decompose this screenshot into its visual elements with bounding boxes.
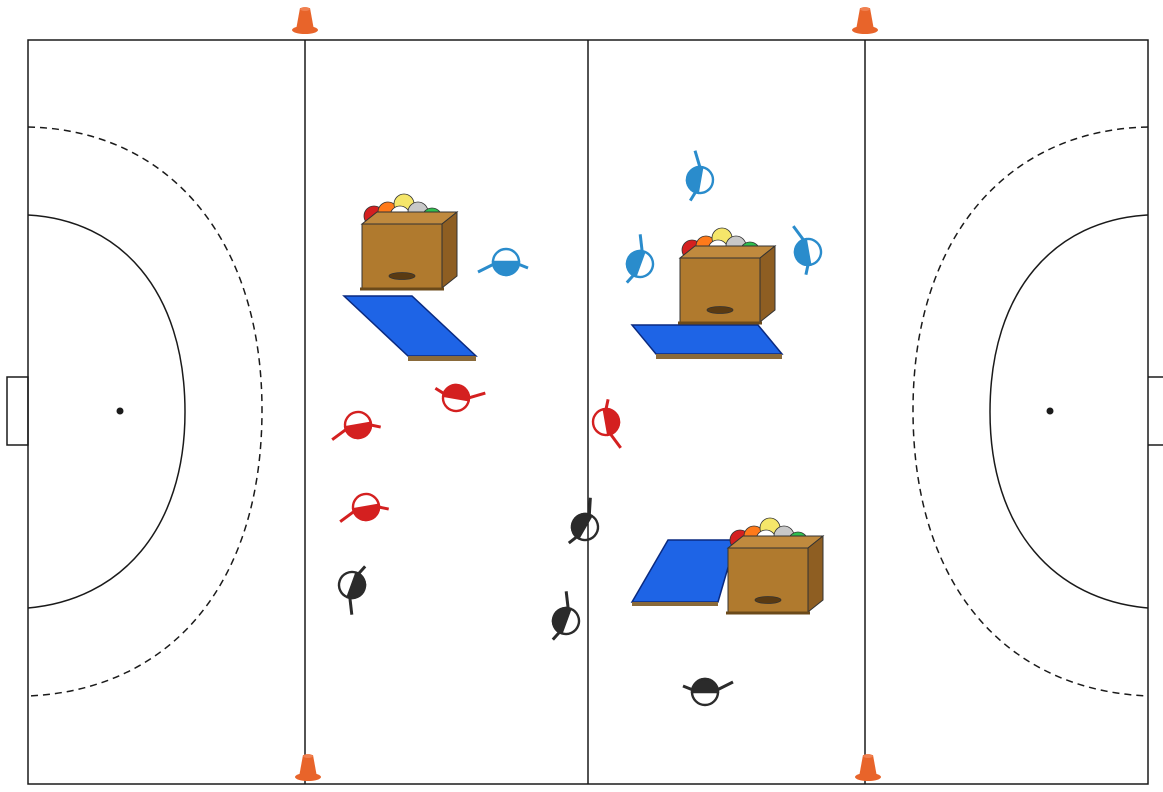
player-black [328,558,374,618]
ball-box-bottom-right [724,516,825,615]
cone-top-left [292,7,318,34]
mat-left [342,295,478,361]
ball-box-top-right [676,226,777,325]
player-black [544,588,590,648]
penalty-spot-right [1046,407,1054,415]
penalty-spot-left [116,407,124,415]
shooting-circle-right [989,214,1149,609]
player-red [334,488,392,527]
goal-left [6,376,29,446]
player-blue [618,231,664,291]
player-red [326,406,384,445]
player-black [681,677,735,707]
player-blue [476,247,530,277]
cone-bottom-left [295,754,321,781]
players-red [326,379,626,527]
dashed-circle-left [27,126,263,697]
player-blue [788,220,827,278]
mat-bottom-right [630,539,737,606]
pitch [6,39,1163,785]
player-blue [681,148,720,206]
player-red [430,379,488,418]
cone-top-right [852,7,878,34]
player-black [561,494,612,555]
mat-center-right [630,324,784,359]
cone-bottom-right [855,754,881,781]
shooting-circle-left [27,214,186,609]
player-red [587,396,626,454]
ball-box-left [358,192,459,291]
dashed-circle-right [912,126,1149,697]
